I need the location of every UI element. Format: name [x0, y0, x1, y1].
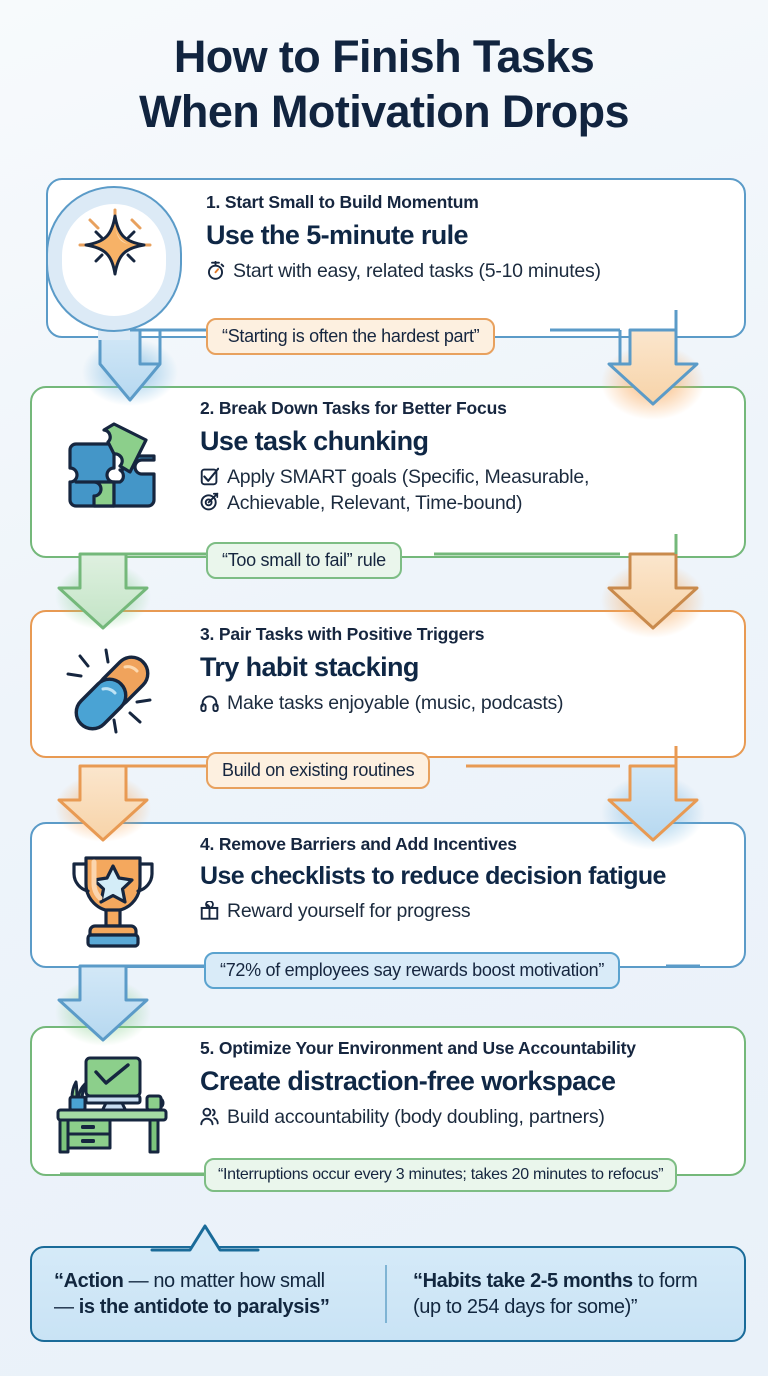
step-1-eyebrow: 1. Start Small to Build Momentum: [206, 192, 479, 212]
step-5-text: 5. Optimize Your Environment and Use Acc…: [200, 1038, 636, 1130]
gift-icon: [200, 900, 219, 925]
step-2-detail-text: Apply SMART goals (Specific, Measurable,: [227, 466, 590, 488]
headphones-icon: [200, 693, 219, 717]
footer-divider: [385, 1265, 387, 1323]
footer-pointer: [150, 1224, 260, 1252]
step-5-detail: Build accountability (body doubling, par…: [200, 1106, 636, 1130]
footer-right-rest: to form (up to 254 days for some)”: [413, 1269, 698, 1318]
step-5-headline: Create distraction-free workspace: [200, 1066, 616, 1096]
footer-banner: “Action — no matter how small — is the a…: [30, 1246, 746, 1342]
footer-right-bold: “Habits take 2-5 months: [413, 1269, 633, 1292]
step-5-eyebrow: 5. Optimize Your Environment and Use Acc…: [200, 1038, 636, 1058]
footer-left-bold-2: is the antidote to paralysis”: [78, 1296, 330, 1318]
step-3-headline: Try habit stacking: [200, 652, 419, 682]
footer-left-rest-2: —: [54, 1296, 79, 1318]
step-4-text: 4. Remove Barriers and Add Incentives Us…: [200, 834, 666, 924]
checkbox-icon: [200, 467, 220, 491]
step-5-badge[interactable]: “Interruptions occur every 3 minutes; ta…: [204, 1158, 678, 1192]
step-4-badge[interactable]: “72% of employees say rewards boost moti…: [204, 952, 621, 989]
target-icon: [200, 492, 219, 517]
footer-quote-left: “Action — no matter how small — is the a…: [32, 1268, 385, 1321]
step-2-badge[interactable]: “Too small to fail” rule: [206, 542, 402, 579]
step-1-text: 1. Start Small to Build Momentum Use the…: [206, 192, 601, 284]
step-2-eyebrow: 2. Break Down Tasks for Better Focus: [200, 398, 507, 418]
step-4-eyebrow: 4. Remove Barriers and Add Incentives: [200, 834, 517, 854]
arrow-down-green: [57, 552, 149, 630]
sparkle-icon: [76, 206, 154, 289]
step-3-detail-text: Make tasks enjoyable (music, podcasts): [227, 692, 564, 714]
puzzle-icon: [52, 418, 162, 531]
arrow-down-blue: [607, 764, 699, 842]
desk-icon: [48, 1052, 176, 1161]
arrow-down-orange: [607, 552, 699, 630]
step-2-text: 2. Break Down Tasks for Better Focus Use…: [200, 398, 589, 517]
step-4-headline: Use checklists to reduce decision fatigu…: [200, 862, 666, 890]
step-card-3[interactable]: [30, 610, 746, 758]
footer-left-rest-1: — no matter how small: [123, 1269, 326, 1292]
step-5-detail-text: Build accountability (body doubling, par…: [227, 1106, 605, 1128]
step-4-detail: Reward yourself for progress: [200, 900, 666, 924]
people-icon: [200, 1107, 219, 1131]
page-title-line1: How to Finish Tasks: [173, 31, 595, 82]
step-3-badge[interactable]: Build on existing routines: [206, 752, 431, 789]
step-3-text: 3. Pair Tasks with Positive Triggers Try…: [200, 624, 563, 716]
footer-left-bold-1: “Action: [54, 1269, 124, 1292]
step-3-eyebrow: 3. Pair Tasks with Positive Triggers: [200, 624, 485, 644]
step-1-badge-text: “Starting is often the hardest part”: [222, 326, 480, 346]
chain-link-icon: [58, 640, 162, 747]
step-2-badge-text: “Too small to fail” rule: [222, 550, 386, 570]
arrow-down-blue: [98, 328, 162, 402]
page-title: How to Finish Tasks When Motivation Drop…: [0, 30, 768, 140]
arrow-down-orange: [57, 764, 149, 842]
trophy-icon: [62, 846, 164, 955]
step-3-detail: Make tasks enjoyable (music, podcasts): [200, 692, 563, 716]
step-2-detail: Apply SMART goals (Specific, Measurable,: [200, 466, 589, 490]
step-4-detail-text: Reward yourself for progress: [227, 900, 471, 922]
arrow-down-blue: [57, 964, 149, 1042]
step-card-4[interactable]: [30, 822, 746, 968]
stopwatch-icon: [206, 260, 225, 285]
page-title-line2: When Motivation Drops: [139, 85, 629, 137]
footer-quote-right: “Habits take 2-5 months to form (up to 2…: [387, 1268, 744, 1321]
step-1-detail: Start with easy, related tasks (5-10 min…: [206, 260, 601, 284]
step-5-badge-text: “Interruptions occur every 3 minutes; ta…: [218, 1166, 664, 1183]
step-4-badge-text: “72% of employees say rewards boost moti…: [220, 960, 605, 980]
step-2-detail-2: Achievable, Relevant, Time-bound): [200, 492, 589, 517]
step-2-headline: Use task chunking: [200, 426, 429, 456]
step-1-badge[interactable]: “Starting is often the hardest part”: [206, 318, 496, 355]
step-3-badge-text: Build on existing routines: [222, 760, 415, 780]
step-1-headline: Use the 5-minute rule: [206, 220, 469, 250]
step-2-detail-2-text: Achievable, Relevant, Time-bound): [227, 491, 523, 514]
arrow-down-orange: [607, 328, 699, 406]
step-1-detail-text: Start with easy, related tasks (5-10 min…: [233, 260, 601, 282]
